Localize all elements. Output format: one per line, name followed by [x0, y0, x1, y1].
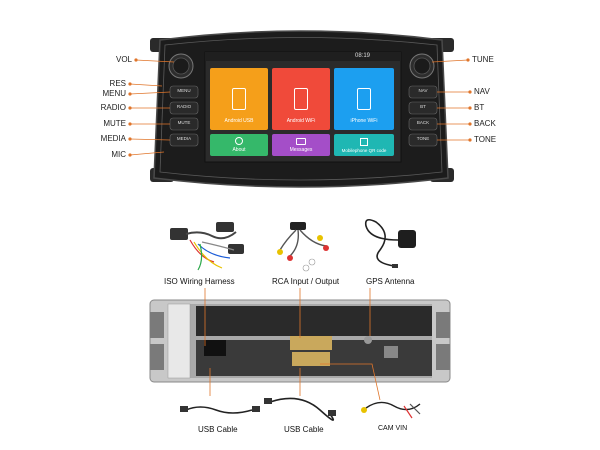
callout-menu: MENU [102, 89, 126, 98]
caption-usb-2: USB Cable [284, 425, 324, 434]
button-tone[interactable]: TONE [416, 136, 430, 141]
info-icon [235, 137, 243, 145]
leader-lines [128, 58, 472, 157]
message-icon [296, 137, 306, 145]
qr-code-icon [360, 137, 368, 146]
cam-vin-image [361, 401, 421, 419]
caption-iso-harness: ISO Wiring Harness [164, 277, 235, 286]
app-tile-label: Mobilephone QR code [341, 147, 387, 153]
rear-panel [149, 299, 451, 383]
phone-icon [294, 88, 308, 110]
app-tile-label: About [232, 147, 246, 153]
rca-cable-image [277, 222, 329, 272]
button-menu[interactable]: MENU [177, 88, 191, 93]
callout-nav: NAV [474, 87, 490, 96]
button-radio[interactable]: RADIO [176, 104, 192, 109]
callout-res: RES [109, 79, 126, 88]
app-tile-iphone-wifi[interactable]: iPhone WiFi [334, 68, 394, 130]
app-tile-android-usb[interactable]: Android USB [210, 68, 268, 130]
callout-tone: TONE [474, 135, 497, 144]
app-tile-label: Android USB [224, 118, 254, 124]
callout-media: MEDIA [100, 134, 126, 143]
app-tile-messages[interactable]: Messages [272, 134, 330, 156]
iso-harness-image [170, 222, 244, 271]
callout-back: BACK [474, 119, 496, 128]
caption-gps: GPS Antenna [366, 277, 415, 286]
accessory-leader-lines [204, 288, 381, 401]
app-tile-label: iPhone WiFi [350, 118, 378, 124]
callout-bt: BT [474, 103, 485, 112]
caption-usb-1: USB Cable [198, 425, 238, 434]
app-tile-about[interactable]: About [210, 134, 268, 156]
app-tile-label: Android WiFi [286, 118, 316, 124]
caption-cam-vin: CAM VIN [378, 425, 408, 432]
gps-antenna-image [364, 218, 416, 268]
callout-tune: TUNE [472, 55, 494, 64]
callout-radio: RADIO [100, 103, 126, 112]
usb-cable-2-image [264, 397, 336, 421]
phone-icon [357, 88, 371, 110]
callout-vol: VOL [115, 55, 132, 64]
phone-icon [232, 88, 246, 110]
app-tile-label: Messages [289, 146, 313, 153]
caption-rca: RCA Input / Output [272, 277, 340, 286]
button-back[interactable]: BACK [416, 120, 430, 125]
callout-mute: MUTE [103, 119, 126, 128]
button-nav[interactable]: NAV [418, 88, 428, 93]
usb-cable-1-image [180, 406, 260, 414]
button-bt[interactable]: BT [420, 104, 426, 109]
button-mute[interactable]: MUTE [177, 120, 191, 125]
screen-status-time: 08:19 [355, 53, 371, 59]
button-media[interactable]: MEDIA [176, 136, 192, 141]
callout-mic: MIC [111, 150, 126, 159]
app-tile-qr[interactable]: Mobilephone QR code [334, 134, 394, 156]
app-tile-android-wifi[interactable]: Android WiFi [272, 68, 330, 130]
